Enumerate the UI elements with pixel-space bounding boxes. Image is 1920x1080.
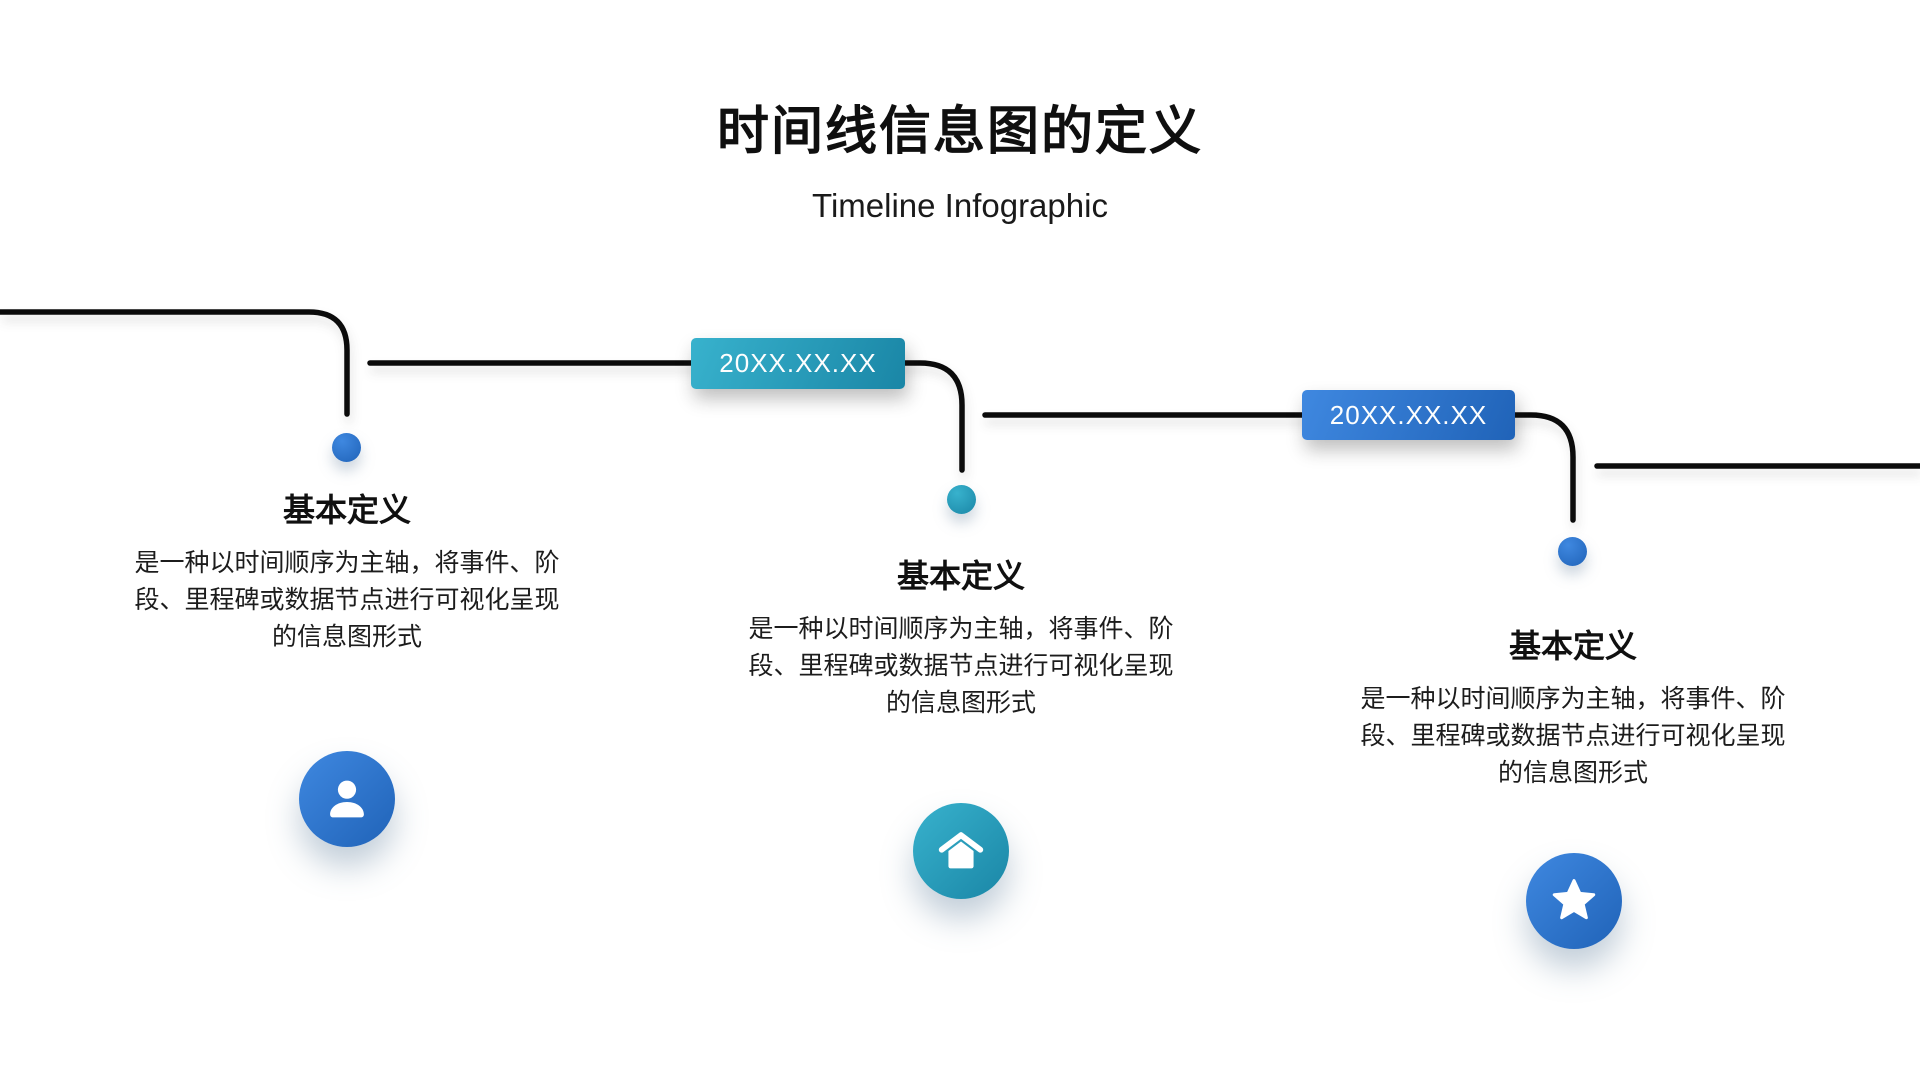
item-1-heading: 基本定义 [282, 492, 411, 528]
item-2-body-line-3: 的信息图形式 [885, 689, 1036, 717]
page-title: 时间线信息图的定义 [716, 103, 1203, 161]
item-2-body: 是一种以时间顺序为主轴，将事件、阶 段、里程碑或数据节点进行可视化呈现 的信息图… [726, 611, 1196, 722]
item-3-body: 是一种以时间顺序为主轴，将事件、阶 段、里程碑或数据节点进行可视化呈现 的信息图… [1338, 681, 1808, 792]
item-2-body-line-2: 段、里程碑或数据节点进行可视化呈现 [748, 652, 1174, 680]
date-badge-1: 20XX.XX.XX [691, 338, 905, 389]
item-1-body-line-3: 的信息图形式 [271, 623, 422, 651]
item-1-body-line-2: 段、里程碑或数据节点进行可视化呈现 [134, 586, 560, 614]
date-badge-2: 20XX.XX.XX [1302, 390, 1515, 440]
item-3-body-line-2: 段、里程碑或数据节点进行可视化呈现 [1360, 722, 1786, 750]
item-3-heading: 基本定义 [1508, 628, 1637, 664]
timeline-node-3 [1558, 537, 1587, 566]
timeline-segment-3 [982, 412, 1576, 523]
date-badge-1-label: 20XX.XX.XX [719, 348, 877, 378]
timeline-node-1 [332, 433, 361, 462]
item-1-body: 是一种以时间顺序为主轴，将事件、阶 段、里程碑或数据节点进行可视化呈现 的信息图… [112, 545, 582, 656]
page-subtitle: Timeline Infographic [812, 187, 1108, 224]
item-2-heading: 基本定义 [896, 558, 1025, 594]
item-2-body-line-1: 是一种以时间顺序为主轴，将事件、阶 [748, 615, 1174, 643]
item-2-icon-circle [913, 803, 1009, 899]
star-icon [1552, 879, 1596, 920]
date-badge-2-label: 20XX.XX.XX [1329, 399, 1488, 430]
item-3-body-line-3: 的信息图形式 [1497, 759, 1648, 787]
timeline-segment-1 [0, 309, 350, 417]
home-icon [938, 832, 984, 869]
item-1-body-line-1: 是一种以时间顺序为主轴，将事件、阶 [134, 549, 560, 577]
item-3-icon-circle [1526, 853, 1622, 949]
timeline-item-3: 基本定义 是一种以时间顺序为主轴，将事件、阶 段、里程碑或数据节点进行可视化呈现… [1338, 626, 1808, 792]
item-1-icon-circle [299, 751, 395, 847]
timeline-item-1: 基本定义 是一种以时间顺序为主轴，将事件、阶 段、里程碑或数据节点进行可视化呈现… [112, 490, 582, 656]
timeline-segment-2 [367, 360, 965, 473]
user-icon [330, 780, 364, 818]
timeline-node-2 [947, 485, 976, 514]
timeline-item-2: 基本定义 是一种以时间顺序为主轴，将事件、阶 段、里程碑或数据节点进行可视化呈现… [726, 556, 1196, 722]
item-3-body-line-1: 是一种以时间顺序为主轴，将事件、阶 [1360, 685, 1786, 713]
